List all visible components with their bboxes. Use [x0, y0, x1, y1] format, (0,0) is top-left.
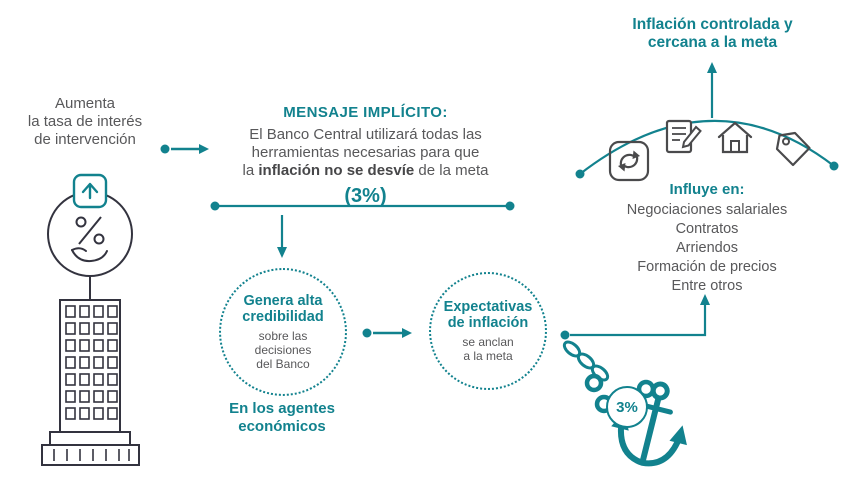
trigger-text: Aumenta la tasa de interés de intervenci…	[27, 95, 143, 148]
credibility-to-expectations-arrow	[362, 328, 412, 338]
credibility-footer: En los agentes económicos	[229, 400, 335, 435]
message-title: MENSAJE IMPLÍCITO:	[283, 104, 448, 121]
credibility-subtitle: sobre las decisiones del Banco	[254, 329, 312, 371]
expectations-circle: Expectativas de inflación se anclan a la…	[429, 272, 547, 390]
influence-item: Arriendos	[675, 240, 739, 256]
outcome-arc-arrow	[575, 62, 839, 179]
message-line-3-emphasis: inflación no se desvíe	[258, 162, 415, 179]
influence-item: Negociaciones salariales	[626, 202, 788, 218]
influences-list: Negociaciones salariales Contratos Arrie…	[597, 201, 817, 296]
credibility-title: Genera alta credibilidad	[242, 293, 324, 325]
message-bracket-arrow	[210, 201, 515, 258]
expectations-to-influences-connector	[560, 294, 710, 340]
trigger-arrow	[160, 144, 209, 154]
inflation-target-value: (3%)	[344, 185, 387, 207]
expectations-subtitle: se anclan a la meta	[462, 335, 514, 363]
message-line-2: herramientas necesarias para que	[251, 144, 480, 161]
message-line-1: El Banco Central utilizará todas las	[249, 126, 482, 143]
influence-item: Formación de precios	[637, 259, 777, 275]
influences-block: Influye en: Negociaciones salariales Con…	[597, 181, 817, 296]
message-line-3-post: de la meta	[414, 162, 489, 179]
influences-title: Influye en:	[669, 181, 745, 198]
expectations-title: Expectativas de inflación	[443, 299, 533, 331]
price-tag-icon	[775, 131, 811, 167]
message-line-3: la inflación no se desvíe de la meta	[208, 162, 523, 180]
cycle-icon	[608, 140, 650, 182]
contract-pencil-icon	[665, 119, 702, 154]
credibility-circle: Genera alta credibilidad sobre las decis…	[219, 268, 347, 396]
rate-hike-percent-hand-icon	[41, 173, 140, 466]
influence-item: Entre otros	[671, 278, 743, 294]
influence-item: Contratos	[675, 221, 739, 237]
anchor-target-badge: 3%	[606, 386, 648, 428]
implicit-message-block: MENSAJE IMPLÍCITO: El Banco Central util…	[208, 104, 523, 208]
house-icon	[717, 121, 753, 154]
outcome-title: Inflación controlada y cercana a la meta	[632, 16, 793, 51]
message-line-3-pre: la	[242, 162, 259, 179]
